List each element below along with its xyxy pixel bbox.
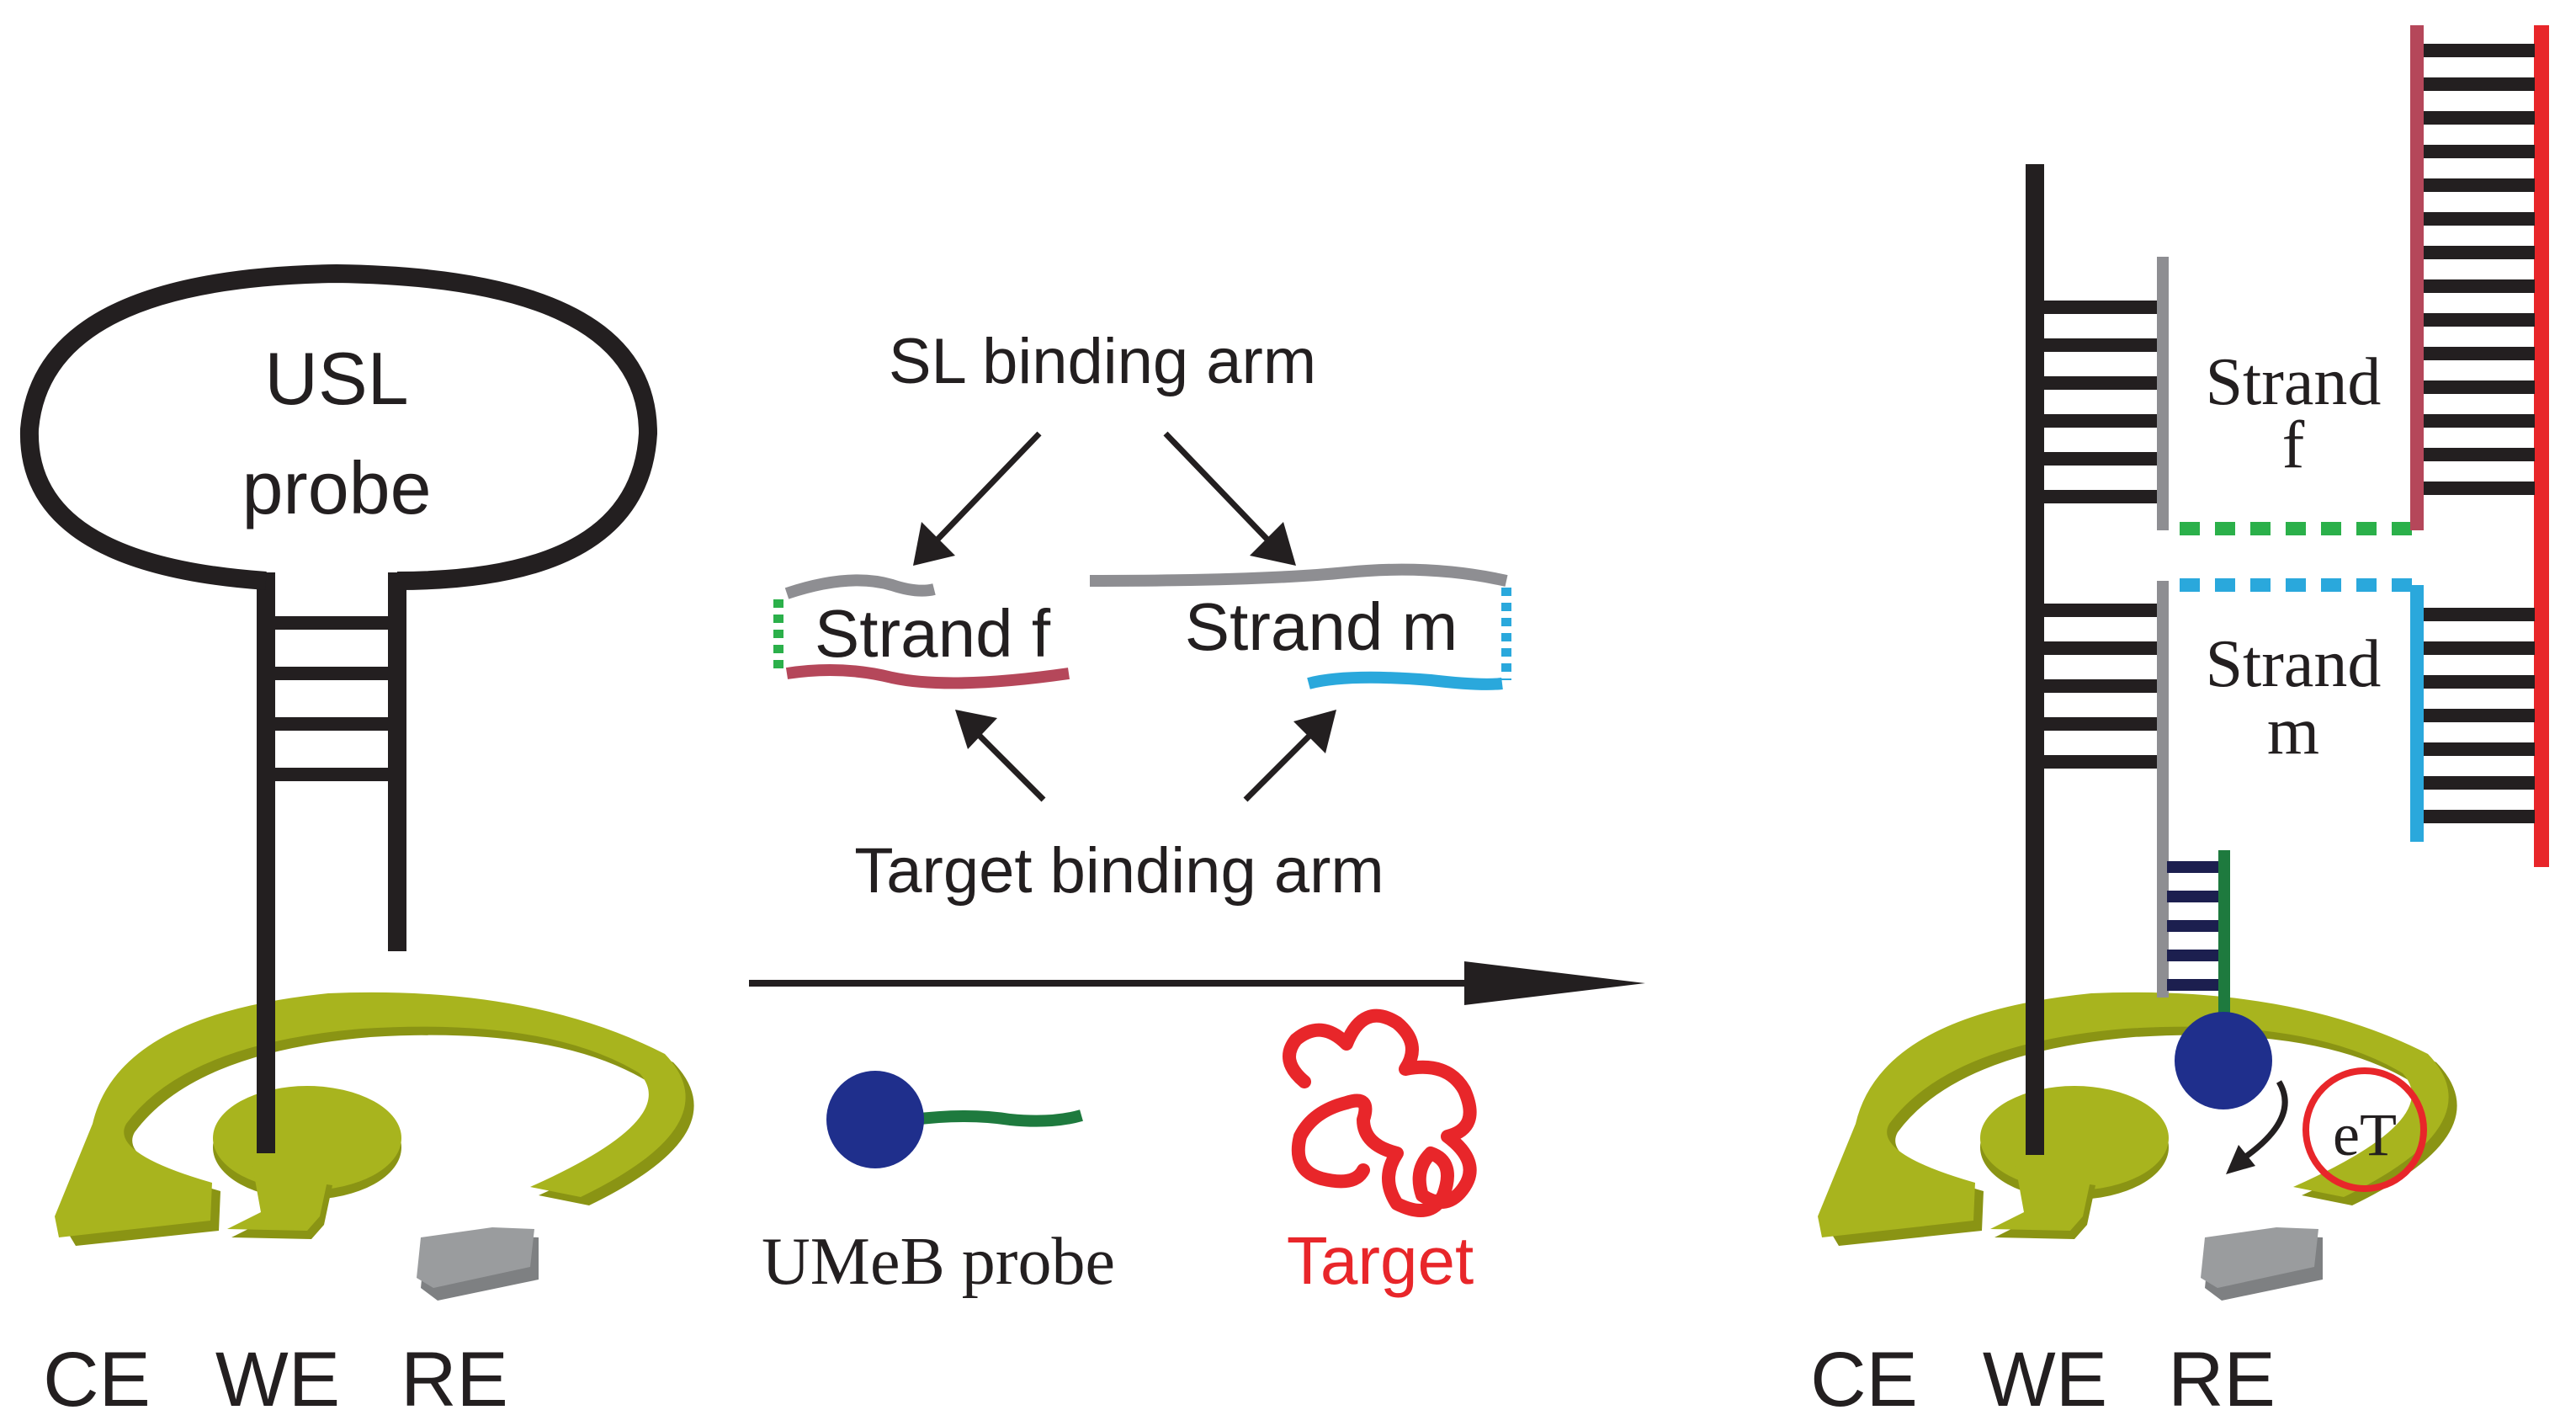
probe-strand-f-base-pairs (2035, 301, 2159, 503)
arrow-head-strand-m (1250, 522, 1296, 566)
target-strand-f-base-pairs (2424, 44, 2535, 495)
strand-f-bound-label-line1: Strand (2206, 345, 2382, 419)
we-label-left: WE (215, 1337, 340, 1423)
umeb-base-pairs (2167, 861, 2220, 991)
re-label-right: RE (2168, 1337, 2276, 1423)
sl-binding-arm-label: SL binding arm (889, 326, 1316, 397)
strand-m-bound-label-line1: Strand (2206, 627, 2382, 701)
reaction-arrow (749, 961, 1645, 1005)
strand-f-label: Strand f (815, 596, 1051, 671)
usl-probe: USL probe (19, 263, 658, 1153)
strand-f-diagram: Strand f (773, 574, 1070, 689)
left-panel: USL probe CE WE RE (19, 263, 694, 1423)
probe-strand-m-base-pairs (2035, 604, 2159, 769)
target-strand-m-base-pairs (2424, 608, 2535, 823)
strand-f-sl-arm (784, 574, 936, 599)
strand-m-diagram: Strand m (1089, 563, 1511, 690)
right-panel: eT (1810, 25, 2549, 1423)
re-label-left: RE (401, 1337, 508, 1423)
reference-electrode (417, 1227, 534, 1288)
electron-transfer-arrow (2237, 1080, 2288, 1164)
target-label: Target (1287, 1223, 1474, 1298)
screen-printed-electrode-left (55, 992, 694, 1301)
umeb-probe-strand (912, 1109, 1083, 1127)
usl-probe-label-line1: USL (264, 337, 408, 420)
target: Target (1283, 1008, 1477, 1298)
arrow-head-target-m (1293, 710, 1336, 753)
stem-base-pairs (266, 616, 397, 781)
screen-printed-electrode-right (1818, 992, 2457, 1301)
strand-m-bound-label-line2: m (2267, 694, 2319, 769)
arrow-head-strand-f (913, 522, 955, 566)
counter-electrode-ring (55, 992, 686, 1237)
target-binding-arm-label: Target binding arm (854, 835, 1384, 907)
usl-probe-label-line2: probe (242, 446, 431, 529)
electron-transfer-arrow-head (2226, 1145, 2255, 1174)
probe-loop (19, 263, 658, 590)
counter-electrode-ring-right (1818, 992, 2449, 1237)
methylene-blue-bound-icon (2175, 1012, 2272, 1109)
strand-m-target-arm (1307, 671, 1503, 690)
sl-arm-arrows (913, 431, 1296, 566)
umeb-probe-label: UMeB probe (762, 1225, 1115, 1299)
middle-panel: SL binding arm Strand f Strand m (749, 326, 1645, 1299)
target-arm-arrows (955, 710, 1336, 802)
ce-label-right: CE (1810, 1337, 1918, 1423)
strand-m-sl-arm (1089, 563, 1508, 587)
methylene-blue-icon (826, 1071, 924, 1168)
umeb-probe: UMeB probe (762, 1071, 1115, 1299)
electron-transfer-circle (2302, 1067, 2427, 1192)
working-electrode-lead-right (1990, 1166, 2091, 1231)
strand-f-bound-label-line2: f (2282, 408, 2305, 482)
working-electrode-lead (227, 1166, 328, 1231)
strand-f-target-arm (785, 664, 1070, 689)
ce-label-left: CE (43, 1337, 151, 1423)
we-label-right: WE (1983, 1337, 2107, 1423)
arrow-head-target-f (955, 710, 997, 749)
target-strand (1283, 1008, 1477, 1217)
electron-transfer-label: eT (2333, 1101, 2397, 1168)
reference-electrode-right (2201, 1227, 2318, 1288)
strand-m-label: Strand m (1185, 589, 1458, 664)
